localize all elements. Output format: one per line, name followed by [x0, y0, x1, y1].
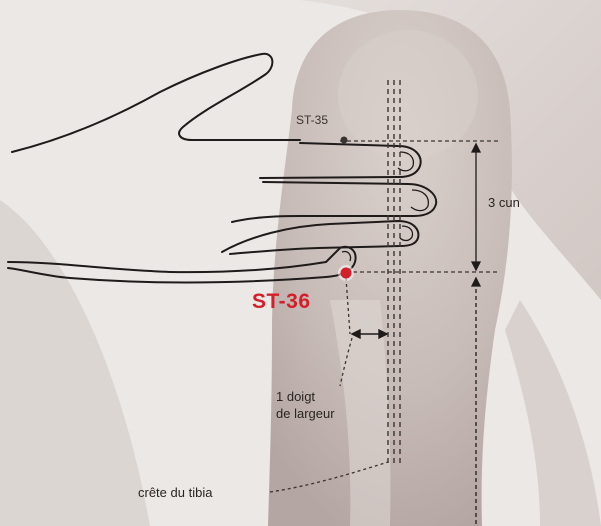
finger-width-line-2: de largeur — [276, 405, 335, 422]
st35-label: ST-35 — [296, 114, 328, 126]
st36-label: ST-36 — [252, 291, 311, 312]
kneecap-shade — [338, 30, 478, 160]
st35-point — [341, 137, 348, 144]
finger-width-label: 1 doigt de largeur — [276, 388, 335, 422]
finger-width-line-1: 1 doigt — [276, 388, 335, 405]
tibia-ridge-label: crête du tibia — [138, 486, 212, 499]
distance-label: 3 cun — [488, 196, 520, 209]
st36-point — [341, 268, 352, 279]
